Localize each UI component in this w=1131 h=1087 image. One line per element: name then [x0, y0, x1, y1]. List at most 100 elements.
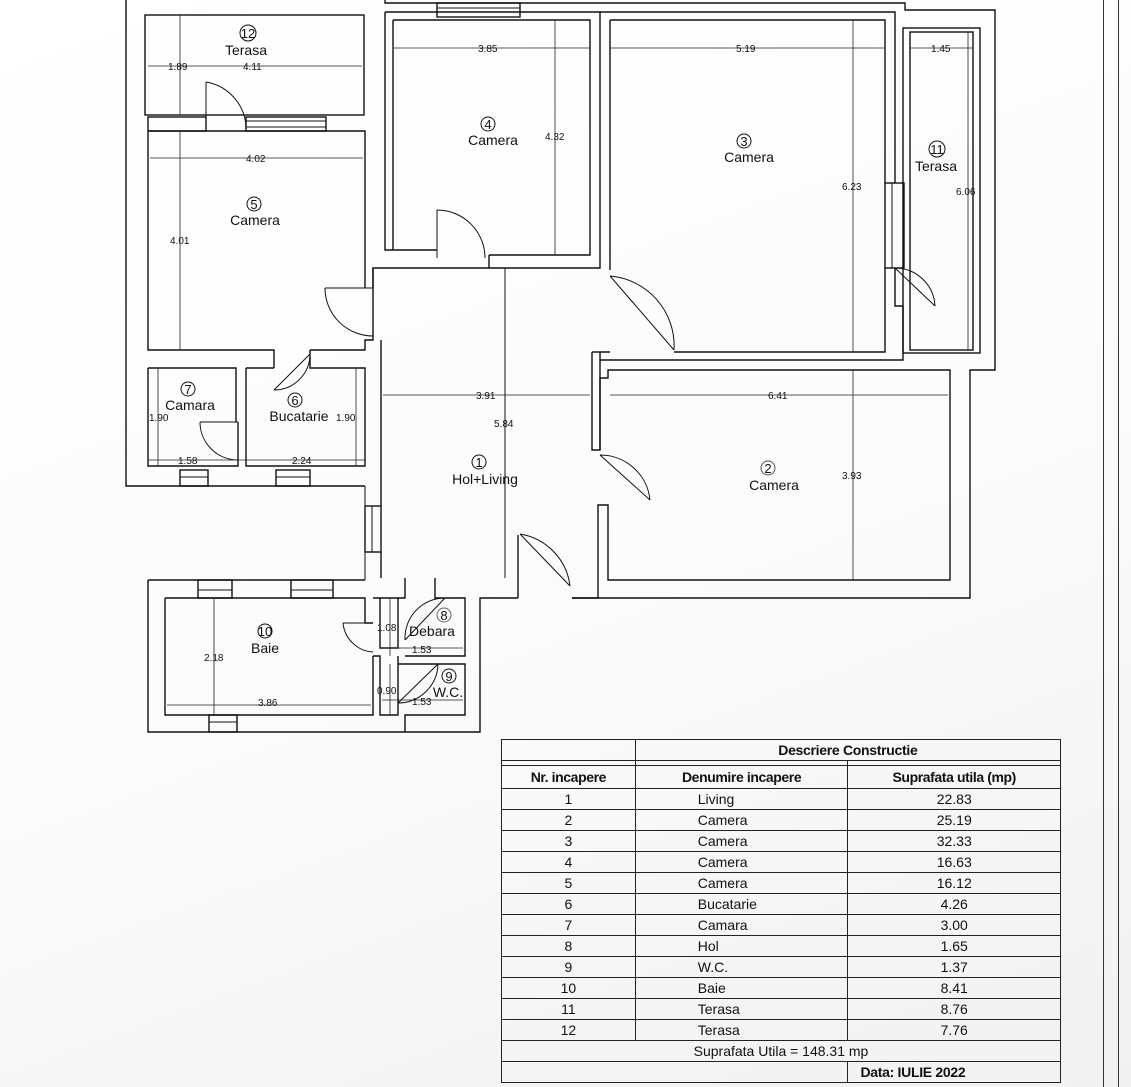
dim-r8-w: 1.53 [412, 645, 432, 656]
table-header-row: Nr. incapere Denumire incapere Suprafata… [501, 765, 1061, 789]
cell-denumire: Living [634, 788, 849, 810]
room-2-name: Camera [749, 477, 799, 493]
dim-r3-h: 6.23 [842, 182, 862, 193]
dim-r5-w: 4.02 [246, 154, 266, 165]
rooms-8-9: 1.08 1.53 0.90 1.53 8 Debara 9 W.C. [373, 578, 466, 732]
dim-r1-w: 3.91 [476, 391, 496, 402]
room-5-number: 5 [250, 197, 257, 212]
room-4-number: 4 [484, 117, 491, 132]
room-12-name: Terasa [225, 42, 267, 58]
header-nr: Nr. incapere [501, 765, 636, 789]
cell-suprafata: 32.33 [847, 830, 1061, 852]
room-10-name: Baie [251, 640, 279, 656]
dim-r5-h: 4.01 [170, 236, 190, 247]
room-1-number: 1 [475, 455, 482, 470]
dim-r8-h: 1.08 [377, 623, 397, 634]
cell-denumire: Camera [634, 830, 849, 852]
room-2-number: 2 [764, 461, 771, 476]
cell-denumire: W.C. [634, 956, 849, 978]
cell-nr: 12 [501, 1019, 636, 1041]
cell-suprafata: 1.65 [847, 935, 1061, 957]
header-suprafata: Suprafata utila (mp) [847, 765, 1061, 789]
room-11-terasa: 1.45 6.06 11 Terasa [902, 27, 981, 354]
dim-r4-w: 3.85 [478, 44, 498, 55]
room-9-number: 9 [445, 669, 452, 684]
dim-r2-w: 6.41 [768, 391, 788, 402]
dim-r1-h: 5.84 [494, 419, 514, 430]
cell-suprafata: 7.76 [847, 1019, 1061, 1041]
dim-t12-w: 4.11 [243, 62, 262, 73]
cell-suprafata: 25.19 [847, 809, 1061, 831]
dim-r2-h: 3.93 [842, 471, 862, 482]
room-9-name: W.C. [433, 684, 463, 700]
dim-r3-w: 5.19 [736, 44, 756, 55]
room-1-hol-living: 3.91 5.84 1 Hol+Living [364, 268, 951, 599]
room-6-name: Bucatarie [269, 408, 328, 424]
dim-t11-h: 6.06 [956, 187, 976, 198]
cell-denumire: Camera [634, 809, 849, 831]
dim-r6-w: 2.24 [292, 456, 312, 467]
cell-suprafata: 8.41 [847, 977, 1061, 999]
cell-denumire: Camara [634, 914, 849, 936]
dim-t11-w: 1.45 [931, 44, 951, 55]
room-12-terasa: 1.89 4.11 12 Terasa [144, 14, 365, 132]
cell-denumire: Camera [634, 872, 849, 894]
room-8-number: 8 [440, 608, 447, 623]
cell-nr: 8 [501, 935, 636, 957]
dim-r7-w: 1.58 [178, 456, 198, 467]
dim-t12-h: 1.89 [168, 62, 188, 73]
cell-nr: 1 [501, 788, 636, 810]
outer-walls [125, 0, 996, 733]
room-10-baie: 2.18 3.86 10 Baie [164, 579, 374, 733]
cell-denumire: Terasa [634, 1019, 849, 1041]
cell-suprafata: 22.83 [847, 788, 1061, 810]
cell-nr: 4 [501, 851, 636, 873]
room-3-camera: 5.19 6.23 3 Camera [599, 11, 936, 361]
cell-denumire: Hol [634, 935, 849, 957]
cell-nr: 5 [501, 872, 636, 894]
dim-r10-h: 2.18 [204, 653, 224, 664]
dim-r4-h: 4.32 [545, 132, 565, 143]
cell-nr: 6 [501, 893, 636, 915]
room-7-name: Camara [165, 397, 215, 413]
room-5-camera: 4.02 4.01 5 Camera [147, 130, 489, 368]
room-3-number: 3 [740, 134, 747, 149]
room-7-number: 7 [184, 382, 191, 397]
cell-denumire: Camera [634, 851, 849, 873]
cell-suprafata: 1.37 [847, 956, 1061, 978]
room-1-name: Hol+Living [452, 471, 518, 487]
table-title: Descriere Constructie [634, 739, 1062, 761]
cell-suprafata: 16.12 [847, 872, 1061, 894]
cell-suprafata: 16.63 [847, 851, 1061, 873]
cell-nr: 9 [501, 956, 636, 978]
date-label: Data: IULIE 2022 [847, 1061, 1061, 1083]
room-8-name: Debara [409, 623, 455, 639]
total-area: Suprafata Utila = 148.31 mp [501, 1040, 1061, 1062]
page-border-line [1118, 0, 1119, 1087]
rooms-6-7: 1.58 1.90 2.24 1.90 7 Camara 6 Bucatarie [147, 350, 366, 487]
cell-nr: 7 [501, 914, 636, 936]
construction-table: Descriere Constructie Nr. incapere Denum… [500, 739, 1062, 1083]
cell-suprafata: 4.26 [847, 893, 1061, 915]
dim-r10-w: 3.86 [258, 698, 278, 709]
cell-nr: 10 [501, 977, 636, 999]
dim-r9-h: 0.90 [377, 686, 397, 697]
cell-nr: 3 [501, 830, 636, 852]
room-3-name: Camera [724, 149, 774, 165]
room-12-number: 12 [241, 26, 255, 41]
room-11-name: Terasa [915, 158, 957, 174]
dim-r7-h: 1.90 [149, 413, 169, 424]
cell-denumire: Baie [634, 977, 849, 999]
